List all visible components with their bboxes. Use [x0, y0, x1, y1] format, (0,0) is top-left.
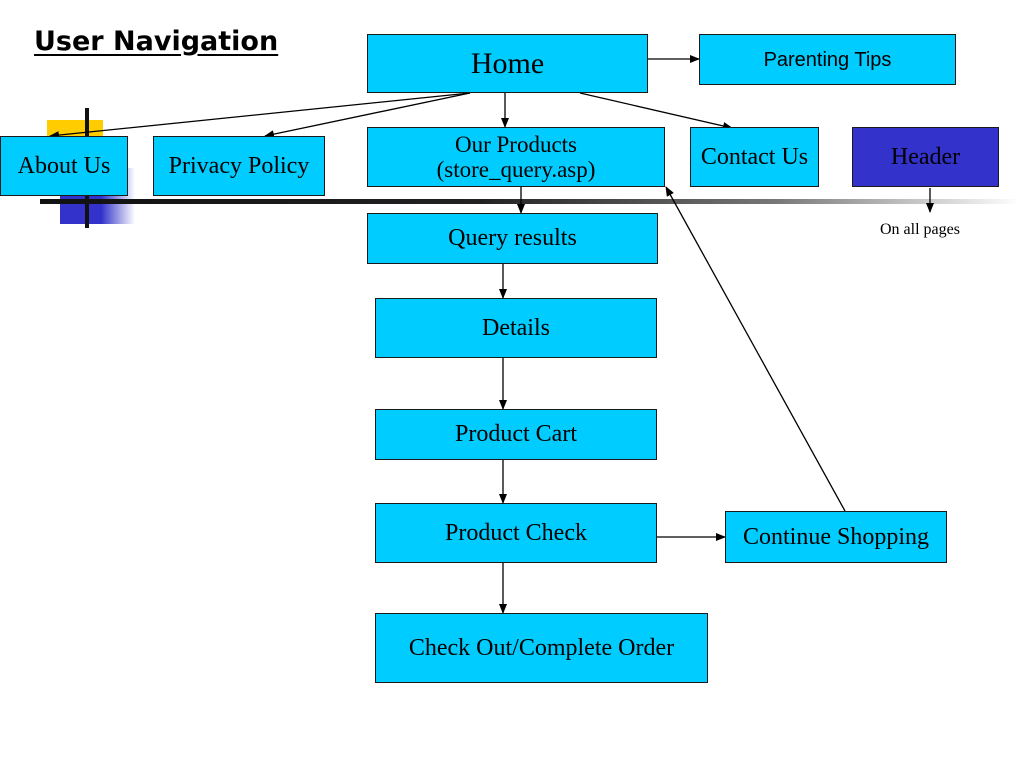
node-our-products-label-line1: Our Products: [454, 131, 578, 157]
node-product-check: Product Check: [375, 503, 657, 563]
deco-horizontal-rule: [40, 199, 1020, 204]
node-details: Details: [375, 298, 657, 358]
node-details-label: Details: [482, 314, 550, 341]
node-check-out: Check Out/Complete Order: [375, 613, 708, 683]
node-product-check-label: Product Check: [445, 520, 587, 546]
page-title: User Navigation: [34, 26, 279, 57]
node-query-results: Query results: [367, 213, 658, 264]
node-parenting-tips-label: Parenting Tips: [763, 48, 892, 71]
node-about-us: About Us: [0, 136, 128, 196]
node-product-cart: Product Cart: [375, 409, 657, 460]
node-privacy-policy: Privacy Policy: [153, 136, 325, 196]
node-home: Home: [367, 34, 648, 93]
node-continue-shopping: Continue Shopping: [725, 511, 947, 563]
node-continue-shopping-label: Continue Shopping: [742, 523, 929, 550]
node-about-us-label: About Us: [17, 152, 111, 179]
edge-home-about-us: [49, 92, 471, 140]
note-on-all-pages: On all pages: [880, 221, 960, 238]
node-our-products: Our Products (store_query.asp): [367, 127, 665, 187]
node-contact-us: Contact Us: [690, 127, 819, 187]
node-header: Header: [852, 127, 999, 187]
edge-home-privacy-policy: [264, 92, 471, 139]
node-parenting-tips: Parenting Tips: [699, 34, 956, 85]
node-header-label: Header: [890, 144, 961, 170]
node-home-label: Home: [470, 47, 545, 80]
node-query-results-label: Query results: [448, 225, 577, 252]
node-our-products-label-line2: (store_query.asp): [436, 157, 596, 182]
node-privacy-policy-label: Privacy Policy: [168, 152, 310, 179]
edge-continue-shopping-our-products: [665, 186, 846, 512]
node-check-out-label: Check Out/Complete Order: [408, 634, 675, 661]
node-contact-us-label: Contact Us: [700, 144, 809, 170]
node-product-cart-label: Product Cart: [455, 421, 577, 448]
edge-home-contact-us: [579, 92, 733, 130]
